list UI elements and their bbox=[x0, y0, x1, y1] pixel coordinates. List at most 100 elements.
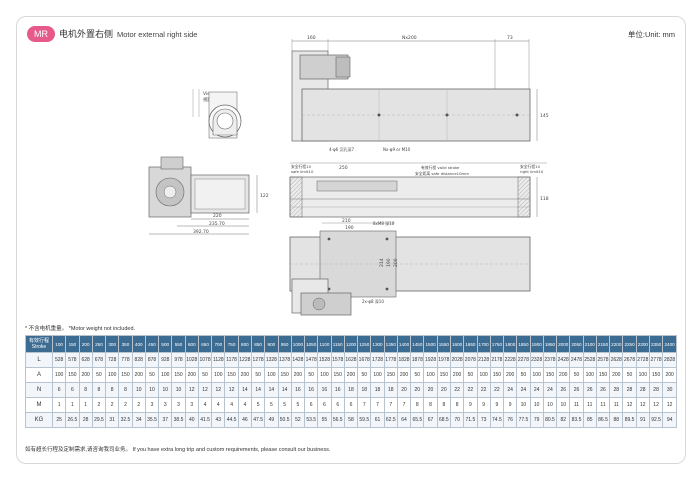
table-cell: 150 bbox=[330, 367, 345, 383]
table-cell: 50 bbox=[250, 367, 266, 383]
table-cell: 150 bbox=[542, 367, 558, 383]
stroke-cell: 2150 bbox=[595, 335, 611, 353]
table-cell: 50 bbox=[357, 367, 372, 383]
stroke-cell: 1350 bbox=[383, 335, 398, 353]
table-cell: 22 bbox=[463, 382, 478, 398]
stroke-cell: 250 bbox=[91, 335, 107, 353]
table-cell: 10 bbox=[131, 382, 146, 398]
table-cell: 100 bbox=[317, 367, 332, 383]
thread-label: 8xM8 深10 bbox=[373, 220, 395, 226]
table-cell: 10 bbox=[171, 382, 186, 398]
table-cell: 16 bbox=[317, 382, 332, 398]
table-cell: 100 bbox=[264, 367, 279, 383]
table-cell: 2778 bbox=[648, 352, 664, 368]
table-cell: 12 bbox=[211, 382, 226, 398]
stroke-cell: 2250 bbox=[622, 335, 637, 353]
stroke-cell: 1100 bbox=[317, 335, 332, 353]
stroke-cell: 200 bbox=[78, 335, 93, 353]
stroke-cell: 800 bbox=[237, 335, 252, 353]
table-cell: 200 bbox=[662, 367, 677, 383]
dim-210: 210 bbox=[342, 218, 351, 224]
table-cell: 12 bbox=[622, 397, 637, 413]
table-cell: 20 bbox=[423, 382, 438, 398]
table-cell: 150 bbox=[595, 367, 611, 383]
table-cell: 47.5 bbox=[250, 412, 266, 428]
table-cell: 74.5 bbox=[489, 412, 505, 428]
table-cell: 92.5 bbox=[648, 412, 664, 428]
safety-left-en: safe limit10 bbox=[291, 169, 314, 174]
table-cell: 28 bbox=[609, 382, 624, 398]
stroke-cell: 1750 bbox=[489, 335, 505, 353]
table-cell: 29.5 bbox=[91, 412, 107, 428]
table-cell: 2 bbox=[105, 397, 120, 413]
table-cell: 10 bbox=[516, 397, 531, 413]
table-cell: 100 bbox=[158, 367, 173, 383]
row-label: KG bbox=[25, 412, 53, 428]
table-cell: 94 bbox=[662, 412, 677, 428]
table-cell: 4 bbox=[211, 397, 226, 413]
table-cell: 53.5 bbox=[304, 412, 319, 428]
table-cell: 150 bbox=[489, 367, 505, 383]
table-cell: 2228 bbox=[503, 352, 518, 368]
table-cell: 65.5 bbox=[410, 412, 425, 428]
table-cell: 100 bbox=[51, 367, 67, 383]
dim-235: 235.70 bbox=[209, 221, 225, 227]
dim-145: 145 bbox=[540, 113, 549, 119]
stroke-cell: 2050 bbox=[569, 335, 584, 353]
stroke-cell: 1400 bbox=[396, 335, 412, 353]
table-cell: 8 bbox=[105, 382, 120, 398]
table-cell: 6 bbox=[343, 397, 359, 413]
table-cell: 100 bbox=[582, 367, 597, 383]
table-cell: 2378 bbox=[542, 352, 558, 368]
table-cell: 2328 bbox=[529, 352, 544, 368]
table-cell: 71.5 bbox=[463, 412, 478, 428]
table-cell: 18 bbox=[343, 382, 359, 398]
table-cell: 1128 bbox=[211, 352, 226, 368]
table-cell: 64 bbox=[396, 412, 412, 428]
table-cell: 1028 bbox=[184, 352, 199, 368]
table-cell: 28 bbox=[78, 412, 93, 428]
table-cell: 12 bbox=[184, 382, 199, 398]
safe-distance-label: 安全距离 safe distance10mm bbox=[415, 171, 469, 176]
table-cell: 50 bbox=[144, 367, 160, 383]
table-cell: 1578 bbox=[330, 352, 345, 368]
table-cell: 2 bbox=[131, 397, 146, 413]
bottom-view: 210 190 8xM8 深10 214 190 200 2x-φ8 深10 bbox=[289, 218, 531, 316]
title-en: Motor external right side bbox=[117, 30, 198, 39]
stroke-cell: 450 bbox=[144, 335, 160, 353]
table-cell: 82 bbox=[556, 412, 571, 428]
table-cell: 200 bbox=[290, 367, 306, 383]
table-cell: 18 bbox=[383, 382, 398, 398]
table-cell: 200 bbox=[343, 367, 359, 383]
stroke-cell: 1650 bbox=[463, 335, 478, 353]
table-cell: 3 bbox=[171, 397, 186, 413]
stroke-cell: 350 bbox=[118, 335, 133, 353]
table-cell: 200 bbox=[237, 367, 252, 383]
end-view: View 视图A bbox=[192, 89, 242, 139]
table-cell: 150 bbox=[277, 367, 292, 383]
table-cell: 28 bbox=[622, 382, 637, 398]
top-view: 160 Nx200 73 145 4-φ6 沉孔深7 Nx-φ9 or M10 bbox=[291, 35, 549, 152]
stroke-cell: 1200 bbox=[343, 335, 359, 353]
stroke-cell: 1900 bbox=[529, 335, 544, 353]
table-cell: 26 bbox=[595, 382, 611, 398]
hole-depth-label: 4-φ6 沉孔深7 bbox=[329, 146, 354, 152]
table-cell: 2028 bbox=[449, 352, 465, 368]
stroke-cell: 2400 bbox=[662, 335, 677, 353]
table-cell: 22 bbox=[476, 382, 491, 398]
table-cell: 100 bbox=[423, 367, 438, 383]
table-cell: 8 bbox=[118, 382, 133, 398]
table-cell: 2428 bbox=[556, 352, 571, 368]
table-cell: 1478 bbox=[304, 352, 319, 368]
dim-214: 214 bbox=[379, 258, 385, 267]
table-cell: 7 bbox=[357, 397, 372, 413]
row-label: L bbox=[25, 352, 53, 368]
stroke-cell: 550 bbox=[171, 335, 186, 353]
table-cell: 28 bbox=[648, 382, 664, 398]
table-cell: 978 bbox=[171, 352, 186, 368]
table-cell: 50 bbox=[569, 367, 584, 383]
table-cell: 100 bbox=[635, 367, 650, 383]
table-cell: 80.5 bbox=[542, 412, 558, 428]
table-cell: 2528 bbox=[582, 352, 597, 368]
